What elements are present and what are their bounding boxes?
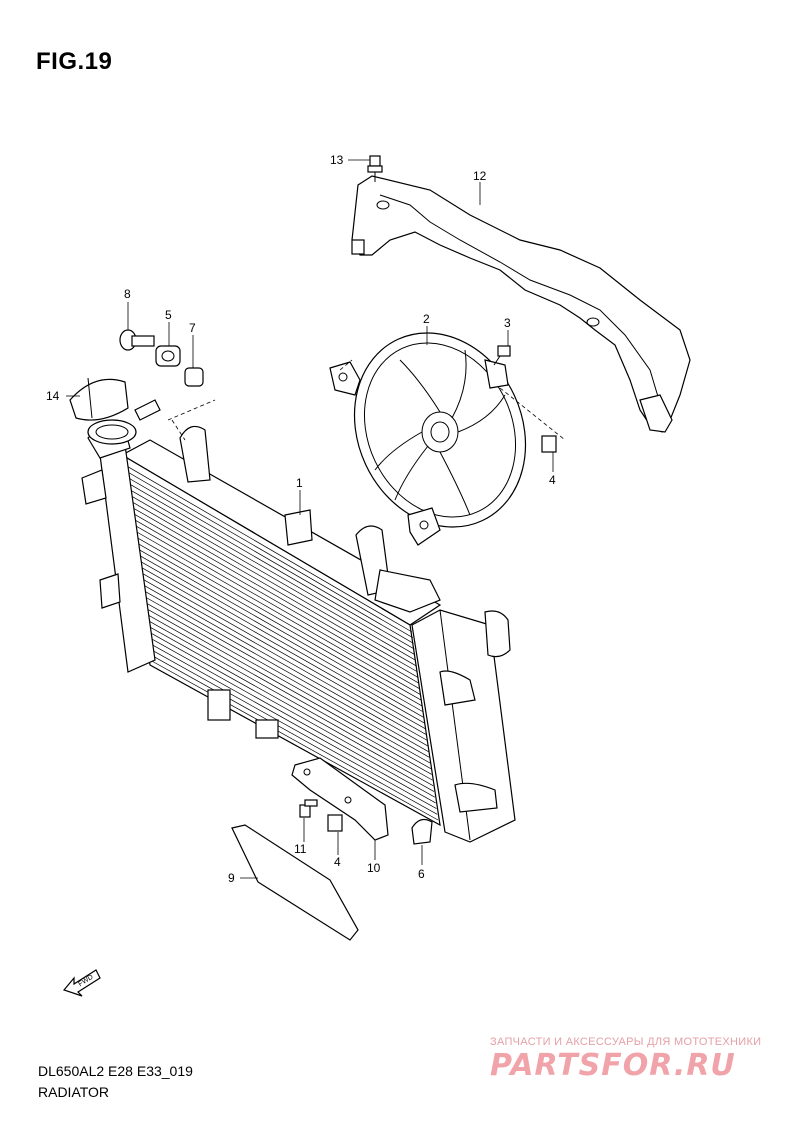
callout-12: 12	[473, 169, 487, 183]
radiator-fin	[149, 659, 439, 821]
callout-8: 8	[124, 287, 131, 301]
radiator-fin	[127, 482, 415, 650]
radiator-fin	[130, 511, 419, 678]
radiator-fin	[143, 606, 432, 770]
callout-11: 11	[294, 842, 307, 856]
fan-shroud-part	[351, 175, 691, 433]
bolt-13-part	[367, 155, 383, 182]
radiator-fin	[144, 618, 433, 781]
callout-13: 13	[330, 153, 344, 167]
callout-1: 1	[296, 476, 303, 490]
figure-title: FIG.19	[36, 48, 113, 75]
callout-5: 5	[165, 308, 172, 322]
watermark-tagline: ЗАПЧАСТИ И АКСЕССУАРЫ ДЛЯ МОТОТЕХНИКИ	[490, 1036, 762, 1048]
radiator-fin	[136, 553, 424, 718]
radiator-fin	[133, 529, 421, 695]
radiator-fin	[134, 541, 423, 707]
mount-hardware-part	[119, 329, 204, 387]
radiator-fin	[146, 630, 435, 792]
radiator-fin	[140, 588, 429, 752]
callout-7: 7	[189, 321, 196, 335]
radiator-fin	[131, 517, 420, 684]
callout-10: 10	[367, 861, 381, 875]
callout-4-upper: 4	[549, 473, 556, 487]
radiator-fin	[142, 600, 431, 764]
radiator-fin	[145, 624, 434, 787]
callout-6: 6	[418, 867, 425, 881]
radiator-fin	[130, 506, 418, 673]
radiator-fin	[124, 464, 413, 633]
radiator-fin	[135, 547, 424, 713]
figure-code: DL650AL2 E28 E33_019	[38, 1063, 193, 1079]
radiator-fin	[127, 488, 416, 656]
radiator-fin	[141, 594, 430, 758]
radiator-fin	[138, 571, 427, 735]
radiator-fin	[136, 559, 425, 724]
callout-4-lower: 4	[334, 855, 341, 869]
radiator-fin	[137, 565, 426, 730]
callout-9: 9	[228, 871, 235, 885]
radiator-fin	[148, 647, 437, 809]
radiator-fin	[149, 653, 438, 815]
hose-14-part	[69, 377, 161, 421]
radiator-fin	[143, 612, 432, 775]
callout-3: 3	[504, 316, 511, 330]
radiator-fin	[129, 500, 417, 667]
figure-name: RADIATOR	[38, 1084, 110, 1100]
radiator-fin	[132, 523, 421, 690]
nut-4-upper-part	[541, 435, 557, 453]
cooling-fan-part	[329, 332, 527, 546]
cover-plate-part	[231, 824, 359, 941]
bolt-3-part	[493, 345, 511, 366]
radiator-fin	[139, 576, 428, 741]
radiator-fin	[146, 636, 436, 798]
radiator-fin	[133, 535, 422, 701]
watermark-logo: PARTSFOR.RU	[490, 1048, 736, 1083]
forward-direction-badge: FWD	[62, 969, 101, 997]
radiator-fin	[125, 470, 413, 638]
radiator-fin	[139, 582, 428, 747]
radiator-fin	[126, 476, 414, 644]
radiator-fin	[128, 494, 417, 661]
radiator-fin	[147, 641, 436, 804]
radiator-core-part	[81, 419, 516, 843]
callout-14: 14	[46, 389, 60, 403]
callout-2: 2	[423, 312, 430, 326]
